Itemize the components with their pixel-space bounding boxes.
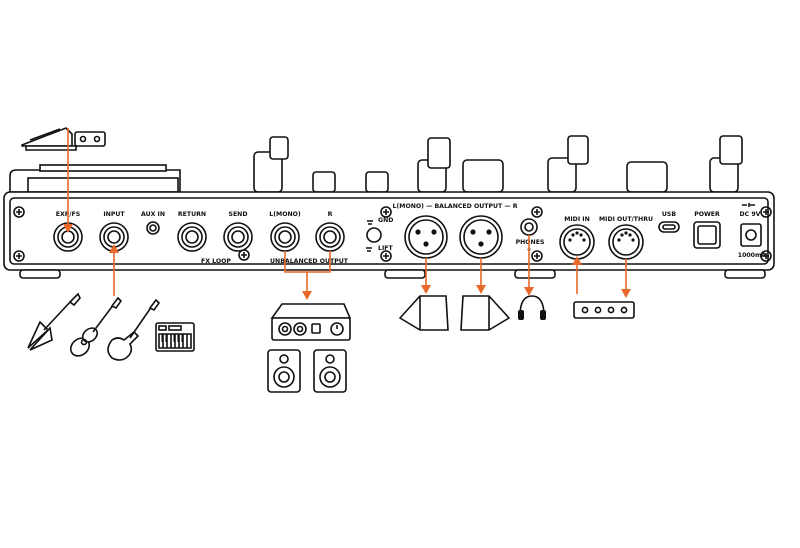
power-button (693, 221, 721, 249)
keyboard-icon (155, 322, 195, 352)
knob-7 (626, 161, 668, 193)
label-fx-loop: FX LOOP (201, 258, 231, 265)
footswitch-icon (74, 131, 106, 147)
label-usb: USB (662, 211, 676, 218)
xlr-right (459, 215, 503, 259)
screw-icon (380, 206, 392, 218)
label-phones: PHONES (516, 239, 545, 246)
polarity-icon (742, 203, 755, 207)
label-r: R (328, 211, 333, 218)
screw-icon (760, 250, 772, 262)
knob-5 (462, 159, 504, 193)
foot (724, 269, 766, 279)
screw-icon (13, 206, 25, 218)
arrow-xlr-left (421, 258, 431, 294)
label-return: RETURN (178, 211, 206, 218)
label-aux-in: AUX IN (141, 211, 165, 218)
ground-icon (367, 220, 373, 225)
speaker-left-icon (267, 349, 301, 393)
ground-lift-switch (366, 220, 382, 252)
arrow-phones (524, 235, 534, 296)
knob-6 (547, 135, 589, 193)
arrow-exp-fs (63, 128, 73, 233)
label-input: INPUT (103, 211, 125, 218)
lift-icon (366, 247, 372, 252)
label-send: SEND (229, 211, 248, 218)
wedge-left-icon (398, 295, 449, 331)
foot (19, 269, 61, 279)
screw-icon (760, 206, 772, 218)
label-lift: LIFT (378, 245, 393, 252)
electric-guitar-icon (107, 298, 161, 361)
label-power: POWER (694, 211, 720, 218)
arrow-input (109, 244, 119, 296)
label-midi-in: MIDI IN (564, 216, 590, 223)
acoustic-guitar-icon (69, 296, 123, 357)
label-gnd: GND (378, 217, 393, 224)
knob-8 (709, 135, 743, 193)
expression-pedal-icon (21, 127, 77, 151)
screw-icon (380, 250, 392, 262)
label-unbalanced-output: UNBALANCED OUTPUT (270, 258, 349, 265)
speaker-right-icon (313, 349, 347, 393)
foot (384, 269, 426, 279)
connection-arrows (63, 128, 631, 300)
jack-aux-in (146, 221, 160, 235)
screw-icon (13, 250, 25, 262)
arrow-midi (572, 256, 631, 298)
label-midi-out-thru: MIDI OUT/THRU (599, 216, 653, 223)
dc-jack (740, 203, 762, 247)
knob-2 (312, 171, 336, 193)
electric-guitar-v-icon (27, 292, 81, 351)
wedge-right-icon (460, 295, 511, 331)
midi-device-icon (573, 301, 635, 319)
arrow-xlr-right (476, 258, 486, 294)
knob-4 (417, 137, 451, 193)
label-l-mono: L(MONO) (269, 211, 301, 218)
screw-icon (531, 206, 543, 218)
screw-icon (531, 250, 543, 262)
top-hardware (9, 135, 743, 193)
label-dc-9v: DC 9V (740, 211, 761, 218)
audio-interface-icon (270, 303, 352, 341)
knob-3 (365, 171, 389, 193)
label-balanced-output: L(MONO) — BALANCED OUTPUT — R (393, 203, 518, 210)
headphones-icon (518, 295, 546, 320)
foot (514, 269, 556, 279)
arrow-unbalanced-output (284, 251, 331, 300)
knob-1 (253, 136, 289, 193)
usb-port (658, 221, 680, 233)
label-current: 1000mA (738, 252, 767, 259)
panel-screws (13, 206, 772, 262)
jack-return (177, 222, 207, 252)
jack-send (223, 222, 253, 252)
